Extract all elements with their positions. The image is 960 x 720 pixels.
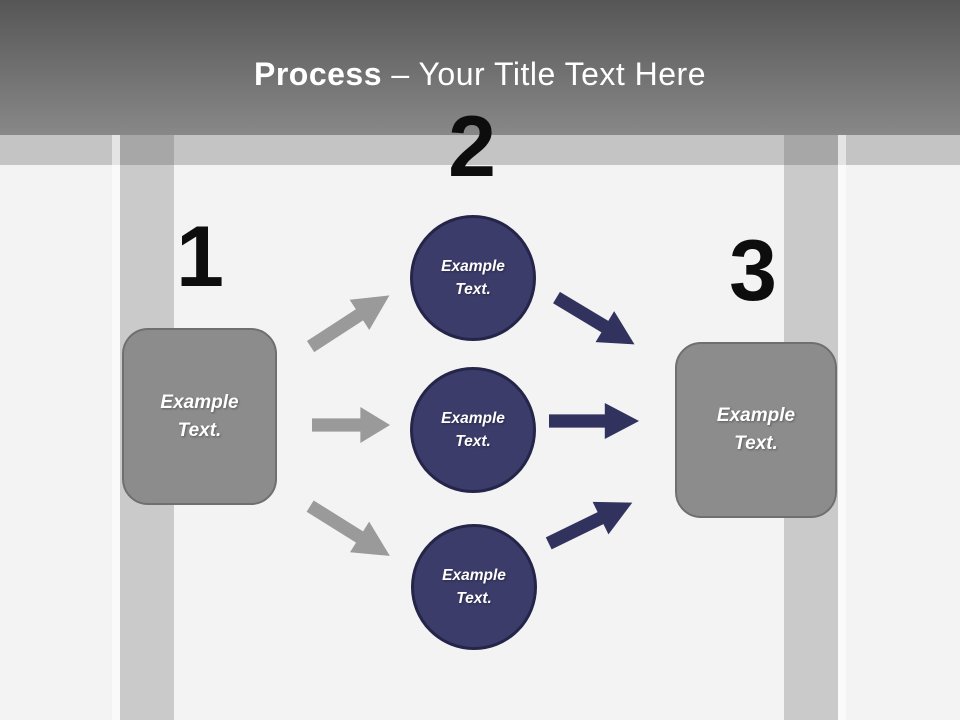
circle-1-label: Example Text. (441, 258, 505, 298)
arrow-gray-up-right-icon (306, 295, 390, 353)
left-box-label: Example Text. (160, 391, 239, 441)
step-number-2: 2 (448, 99, 496, 195)
circle-2-label: Example Text. (441, 410, 505, 450)
arrow-gray-right-icon (312, 406, 390, 444)
arrow-navy-up-right-icon (545, 501, 633, 550)
process-circle-2: Example Text. (410, 367, 536, 493)
left-band-highlight (112, 135, 120, 720)
title-emphasis: Process (253, 56, 383, 92)
right-band-highlight (838, 135, 846, 720)
left-process-box: Example Text. (122, 328, 277, 505)
right-process-box: Example Text. (675, 342, 837, 518)
circle-3-label: Example Text. (442, 567, 506, 607)
horizontal-band (0, 135, 960, 165)
header-bar (0, 0, 960, 135)
arrow-navy-right-icon (549, 402, 639, 440)
step-number-3: 3 (729, 223, 777, 319)
arrow-navy-down-right-icon (553, 291, 635, 345)
arrow-gray-down-right-icon (306, 500, 390, 556)
title-rest: – Your Title Text Here (382, 56, 706, 92)
process-circle-3: Example Text. (411, 524, 537, 650)
process-circle-1: Example Text. (410, 215, 536, 341)
step-number-1: 1 (176, 209, 224, 305)
slide-title: Process – Your Title Text Here (0, 52, 960, 96)
right-box-label: Example Text. (716, 405, 796, 454)
